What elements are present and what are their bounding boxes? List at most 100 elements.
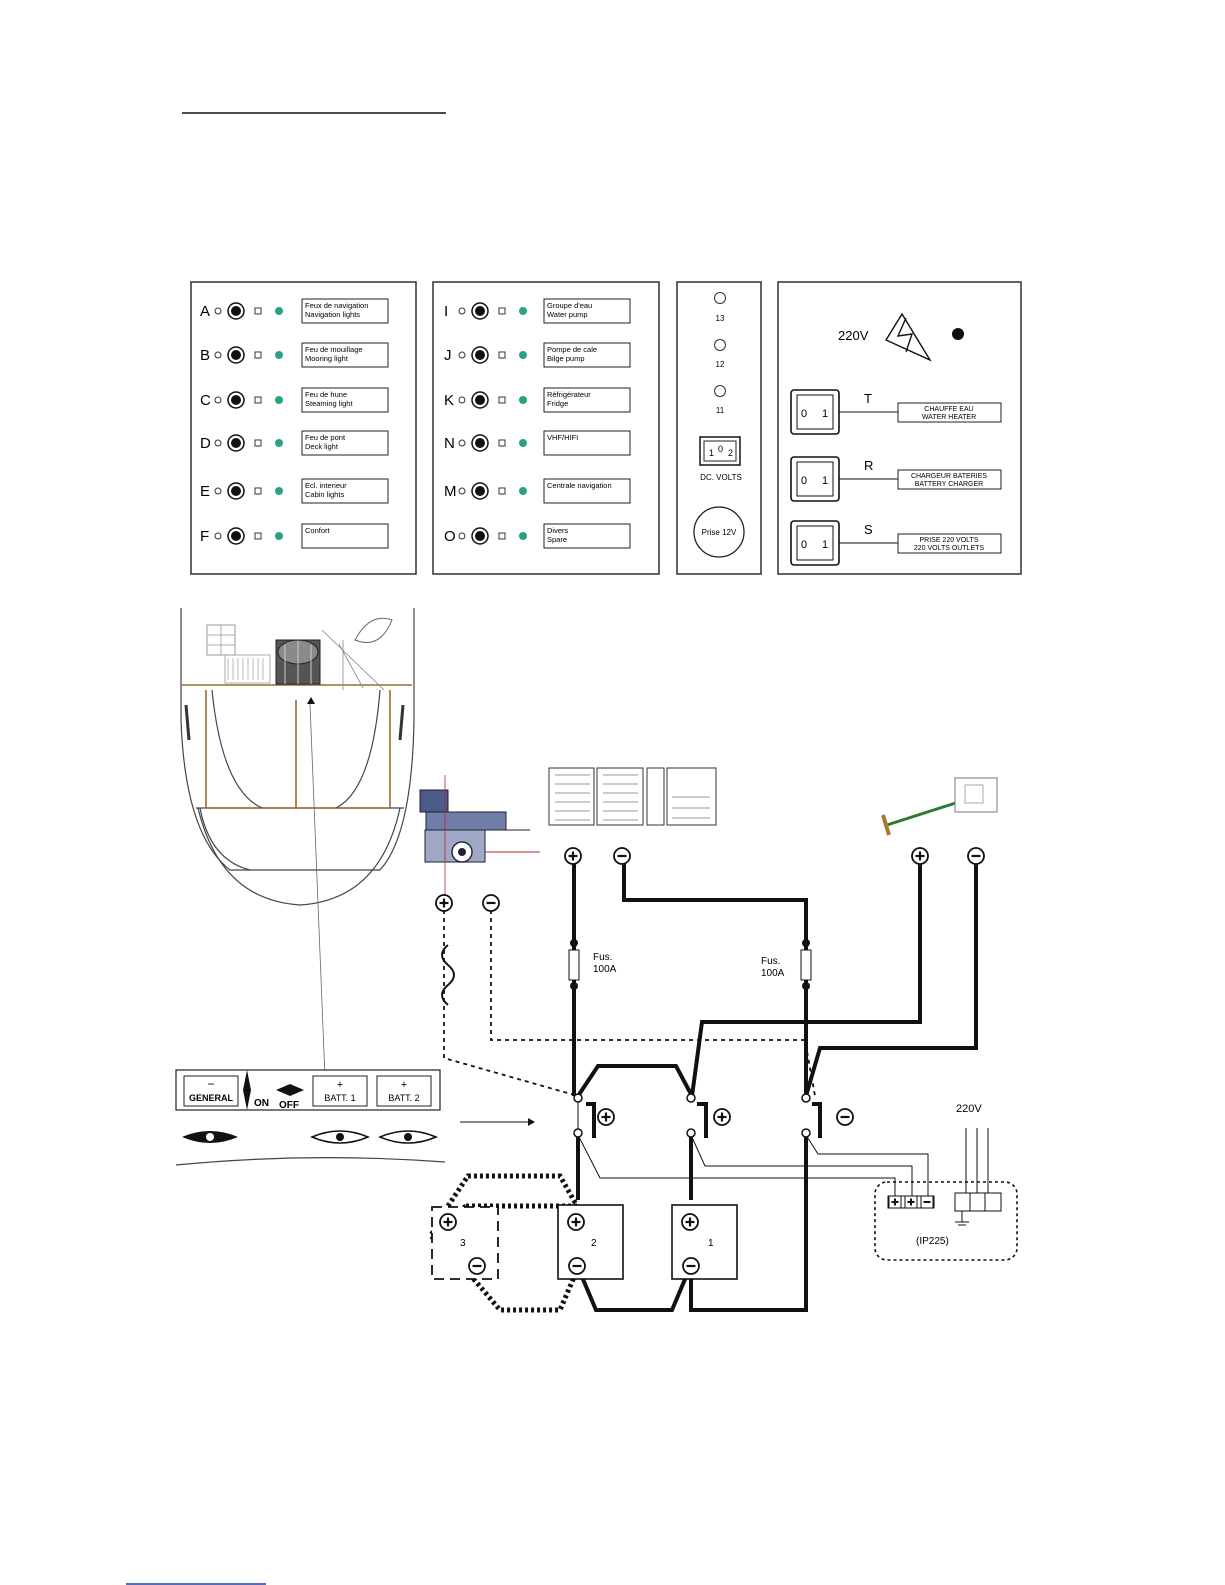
row-letter: K [444,392,454,409]
fuse-holder-icon [254,396,262,404]
charger-terminal-2 [904,1195,918,1209]
engine-drawing [881,777,998,836]
label-fr: Groupe d'eau [547,301,592,310]
battery-charger: 220V (IP225) [874,1103,1018,1261]
engine-negative-terminal [967,847,985,865]
charger-model-label: (IP225) [916,1236,949,1247]
small-led-icon [214,396,222,404]
battery-switch-general[interactable] [801,1093,822,1138]
switch-knob-center [475,350,485,360]
svg-text:100A: 100A [761,968,785,979]
label-plate [897,402,1002,423]
label-en: Bilge pump [547,354,585,363]
on-label: ON [254,1098,269,1109]
socket-12v[interactable]: Prise 12V [693,506,745,558]
svg-text:+: + [401,1079,407,1091]
rocker-face [796,461,834,497]
switch-knob-center [231,531,241,541]
label-en: WATER HEATER [922,414,976,421]
row-letter: E [200,483,210,500]
label-en: Steaming light [305,399,353,408]
label-plate [543,298,631,324]
rocker-face [796,394,834,430]
small-led-icon [214,487,222,495]
fuse-holder-icon [498,439,506,447]
off-label: OFF [279,1100,299,1111]
status-led-icon [275,487,283,495]
fuse-100a-2: Fus. 100A [761,939,812,990]
label-fr: Feu de hune [305,390,347,399]
switch-letter: S [864,522,873,537]
label-fr: Confort [305,526,331,535]
fuse-holder-icon [254,439,262,447]
on-glyph: 1 [822,408,828,420]
gauge-led-11: 11 [714,385,726,415]
batt1-switch[interactable]: + BATT. 1 [312,1075,368,1107]
switch-letter: R [864,458,873,473]
svg-text:BATT. 1: BATT. 1 [324,1093,355,1103]
status-led-icon [519,396,527,404]
label-plate [543,430,631,456]
label-plate [543,478,631,504]
volt-meter-panel: 13 12 11 1 0 2 DC. VOLTS Prise 12V [676,281,762,575]
svg-text:BATT. 2: BATT. 2 [388,1093,419,1103]
battery-switch-2[interactable] [686,1093,708,1138]
gauge-led-13: 13 [714,292,726,323]
small-led-icon [214,307,222,315]
label-plate [543,523,631,549]
switch-knob-center [475,438,485,448]
label-plate [897,469,1002,490]
label-fr: PRISE 220 VOLTS [919,537,978,544]
switch-knob-center [231,486,241,496]
svg-text:Prise 12V: Prise 12V [702,528,737,537]
status-led-icon [519,532,527,540]
label-fr: CHARGEUR BATERIES [911,473,987,480]
wiring [426,862,978,1313]
label-fr: Feux de navigation [305,301,368,310]
battery-2: 2 [557,1204,624,1280]
label-en: 220 VOLTS OUTLETS [914,545,985,552]
status-led-icon [275,532,283,540]
status-led-icon [275,439,283,447]
status-led-icon [275,307,283,315]
battery-switch-1[interactable] [573,1093,596,1138]
general-minus-terminal [836,1108,854,1126]
fuse-holder-icon [254,351,262,359]
battery-1: 1 [671,1204,738,1280]
switch-knob-center [475,531,485,541]
small-led-icon [458,439,466,447]
switch-knob-center [475,486,485,496]
label-plate [301,387,389,413]
switch-knob-center [475,395,485,405]
label-plate [301,430,389,456]
panel-negative-terminal [613,847,631,865]
charger-voltage-label: 220V [956,1103,982,1115]
label-fr: Feu de pont [305,433,346,442]
general-switch[interactable]: − GENERAL [183,1075,239,1107]
batt2-switch[interactable]: + BATT. 2 [376,1075,432,1107]
switch-letter: T [864,391,872,406]
windlass-positive-terminal [435,894,453,912]
volt-selector-switch[interactable]: 1 0 2 [699,436,741,466]
svg-text:GENERAL: GENERAL [189,1093,234,1103]
row-letter: I [444,303,448,320]
svg-text:13: 13 [716,314,725,323]
